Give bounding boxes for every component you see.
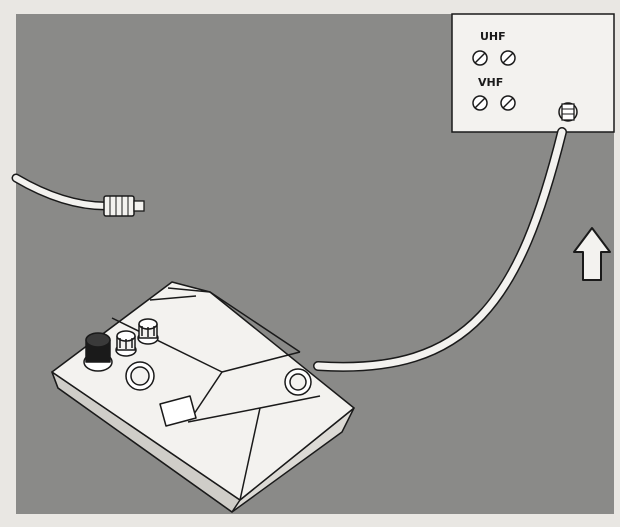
panel-coax-jack-icon [558,102,578,122]
large-knob-icon [83,332,113,372]
up-arrow-icon [573,227,611,281]
vhf-label: VHF [478,76,503,89]
antenna-terminal-panel: UHF VHF [451,13,615,133]
vhf-screw-right-icon [500,95,516,111]
indicator-window [159,395,197,427]
small-knob-right-icon [137,318,159,345]
uhf-screw-right-icon [500,50,516,66]
switch-box-device [51,281,355,513]
coax-cable-to-panel [313,127,567,372]
vhf-screw-left-icon [472,95,488,111]
uhf-screw-left-icon [472,50,488,66]
coax-plug-icon [103,195,145,217]
uhf-label: UHF [480,30,506,43]
right-port-icon [284,368,312,396]
left-port-icon [125,361,155,391]
small-knob-left-icon [115,330,137,357]
loose-antenna-cable [11,173,111,211]
